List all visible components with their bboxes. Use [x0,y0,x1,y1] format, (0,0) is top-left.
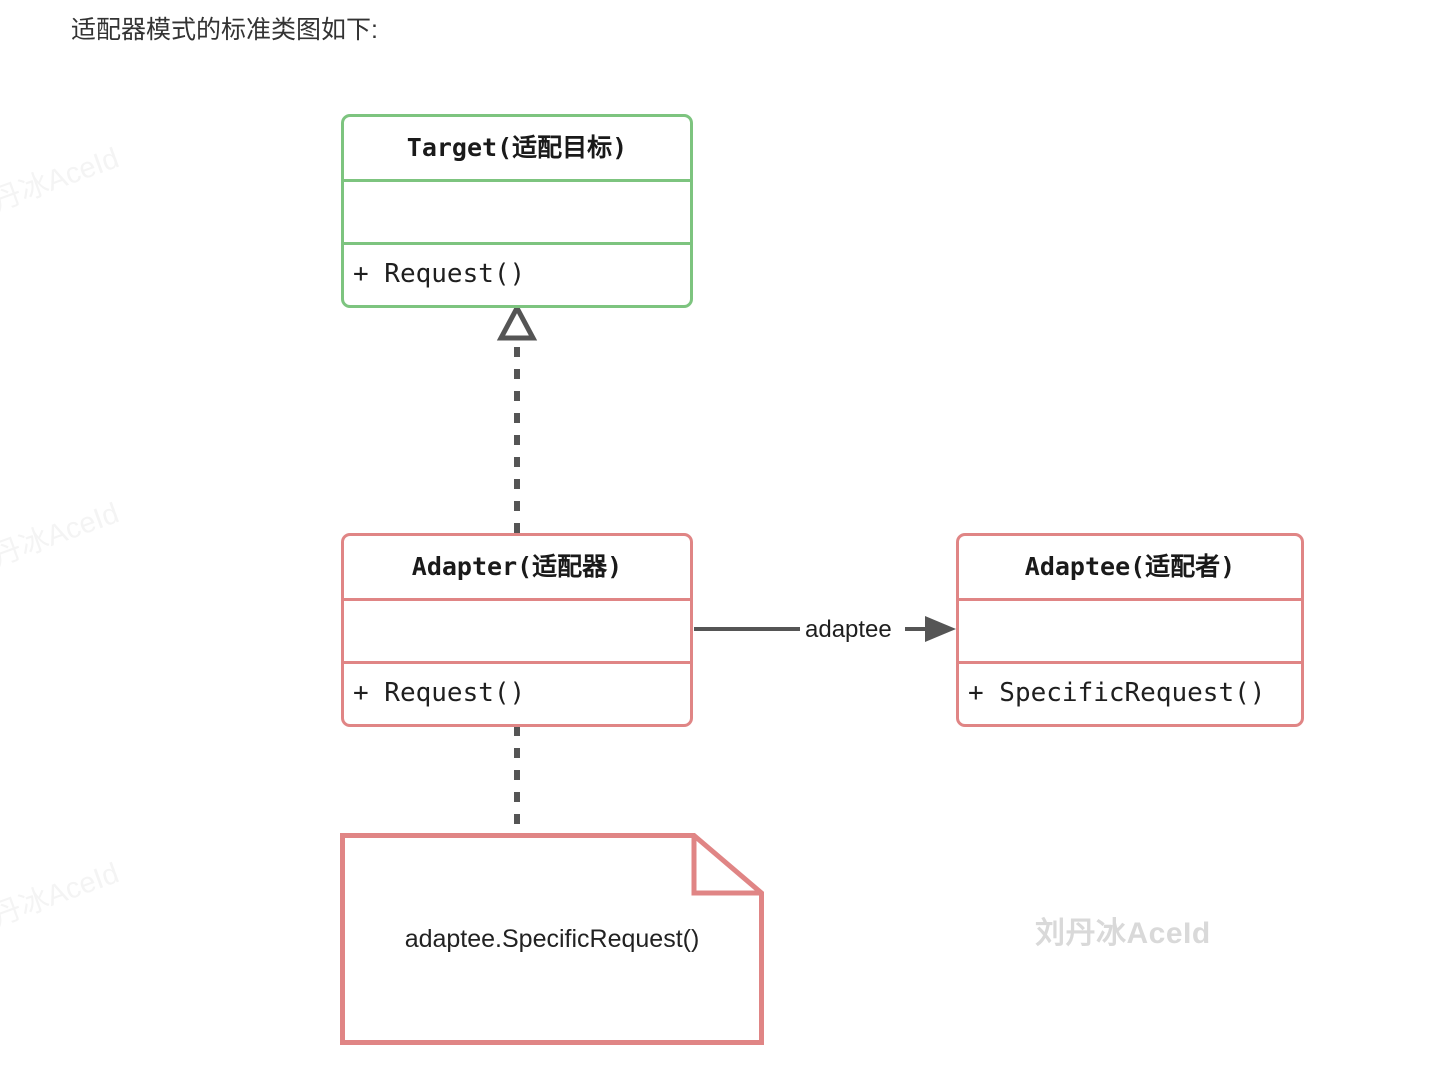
connector-adapter-implements-target [496,302,538,533]
edge-label-adaptee: adaptee [803,616,894,644]
watermark-main: 刘丹冰AceId [1035,917,1211,950]
uml-class-adapter[interactable]: Adapter(适配器) + Request() [341,533,693,727]
uml-class-adaptee[interactable]: Adaptee(适配者) + SpecificRequest() [956,533,1304,727]
uml-class-adapter-attributes [344,598,690,661]
uml-class-target-methods: + Request() [344,242,690,303]
note-shape [340,833,764,1045]
page-caption: 适配器模式的标准类图如下: [71,16,378,44]
uml-class-adaptee-methods: + SpecificRequest() [959,661,1301,722]
uml-class-adapter-methods: + Request() [344,661,690,722]
uml-note-text: adaptee.SpecificRequest() [404,924,700,953]
uml-class-target-attributes [344,179,690,242]
uml-class-adaptee-method-0: + SpecificRequest() [968,678,1266,708]
uml-class-target-method-0: + Request() [353,259,526,289]
uml-class-adaptee-attributes [959,598,1301,661]
uml-class-target-title: Target(适配目标) [406,133,628,162]
uml-class-adaptee-title: Adaptee(适配者) [1024,552,1236,581]
uml-class-adapter-title: Adapter(适配器) [411,552,623,581]
uml-class-target[interactable]: Target(适配目标) + Request() [341,114,693,308]
uml-note-adapter-body[interactable]: adaptee.SpecificRequest() [340,833,764,1045]
uml-class-adapter-method-0: + Request() [353,678,526,708]
